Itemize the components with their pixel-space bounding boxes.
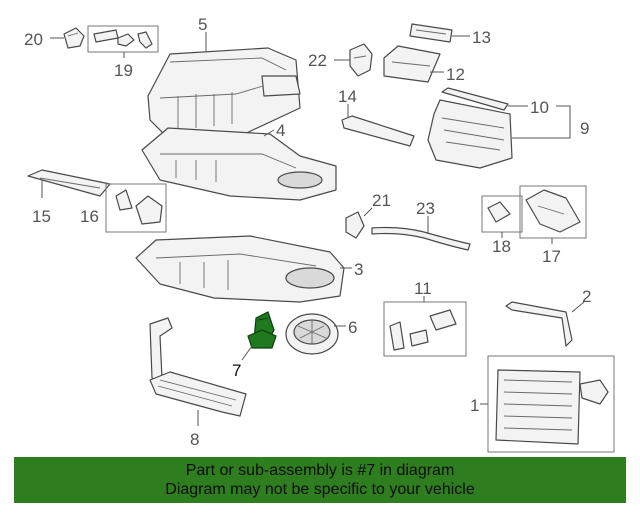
part-19[interactable] [93, 29, 153, 49]
part-21[interactable] [345, 211, 365, 239]
callout-15[interactable]: 15 [32, 207, 51, 226]
part-10[interactable] [441, 87, 509, 111]
callout-23[interactable]: 23 [416, 199, 435, 218]
box-16 [105, 183, 167, 233]
part-6[interactable] [285, 313, 339, 355]
part-5[interactable] [147, 47, 301, 139]
leader-4 [263, 129, 275, 137]
callout-6[interactable]: 6 [348, 318, 357, 337]
callout-11[interactable]: 11 [414, 279, 432, 298]
part-12[interactable] [383, 45, 441, 83]
part-4[interactable] [141, 127, 337, 201]
part-17[interactable] [525, 189, 581, 233]
part-1[interactable] [495, 369, 609, 445]
callout-20[interactable]: 20 [24, 30, 43, 49]
callout-3[interactable]: 3 [354, 260, 363, 279]
callout-1[interactable]: 1 [470, 396, 479, 415]
banner-line-1: Part or sub-assembly is #7 in diagram [185, 462, 455, 479]
part-16[interactable] [115, 189, 163, 225]
part-7-highlighted[interactable] [247, 311, 277, 349]
callout-17[interactable]: 17 [542, 247, 561, 266]
leader-7 [241, 345, 253, 361]
callout-22[interactable]: 22 [308, 51, 327, 70]
callout-12[interactable]: 12 [446, 65, 465, 84]
callout-5[interactable]: 5 [198, 15, 207, 34]
box-19 [87, 25, 159, 53]
part-22[interactable] [349, 43, 373, 77]
part-23[interactable] [371, 226, 471, 251]
callout-7[interactable]: 7 [232, 361, 241, 380]
info-banner: Part or sub-assembly is #7 in diagram Di… [14, 457, 626, 503]
callout-8[interactable]: 8 [190, 430, 199, 449]
part-11[interactable] [389, 309, 457, 351]
box-17 [519, 185, 587, 239]
callout-14[interactable]: 14 [338, 87, 357, 106]
callout-13[interactable]: 13 [472, 28, 491, 47]
part-8[interactable] [149, 317, 247, 417]
callout-21[interactable]: 21 [372, 191, 391, 210]
part-20[interactable] [63, 27, 85, 49]
callout-18[interactable]: 18 [492, 237, 511, 256]
part-15[interactable] [27, 169, 111, 197]
callout-19[interactable]: 19 [114, 61, 133, 80]
callout-16[interactable]: 16 [80, 207, 99, 226]
leader-2 [571, 301, 585, 313]
part-14[interactable] [341, 115, 415, 147]
part-13[interactable] [409, 23, 453, 43]
part-9[interactable] [427, 99, 513, 169]
banner-line-2: Diagram may not be specific to your vehi… [165, 481, 475, 498]
part-18[interactable] [487, 201, 511, 223]
part-2[interactable] [505, 301, 573, 347]
callout-9[interactable]: 9 [580, 119, 589, 138]
bracket-9 [512, 105, 571, 139]
box-11 [383, 301, 467, 357]
leader-21 [363, 207, 373, 217]
callout-2[interactable]: 2 [582, 287, 591, 306]
callout-4[interactable]: 4 [276, 121, 285, 140]
part-3[interactable] [135, 235, 345, 303]
callout-10[interactable]: 10 [530, 98, 549, 117]
